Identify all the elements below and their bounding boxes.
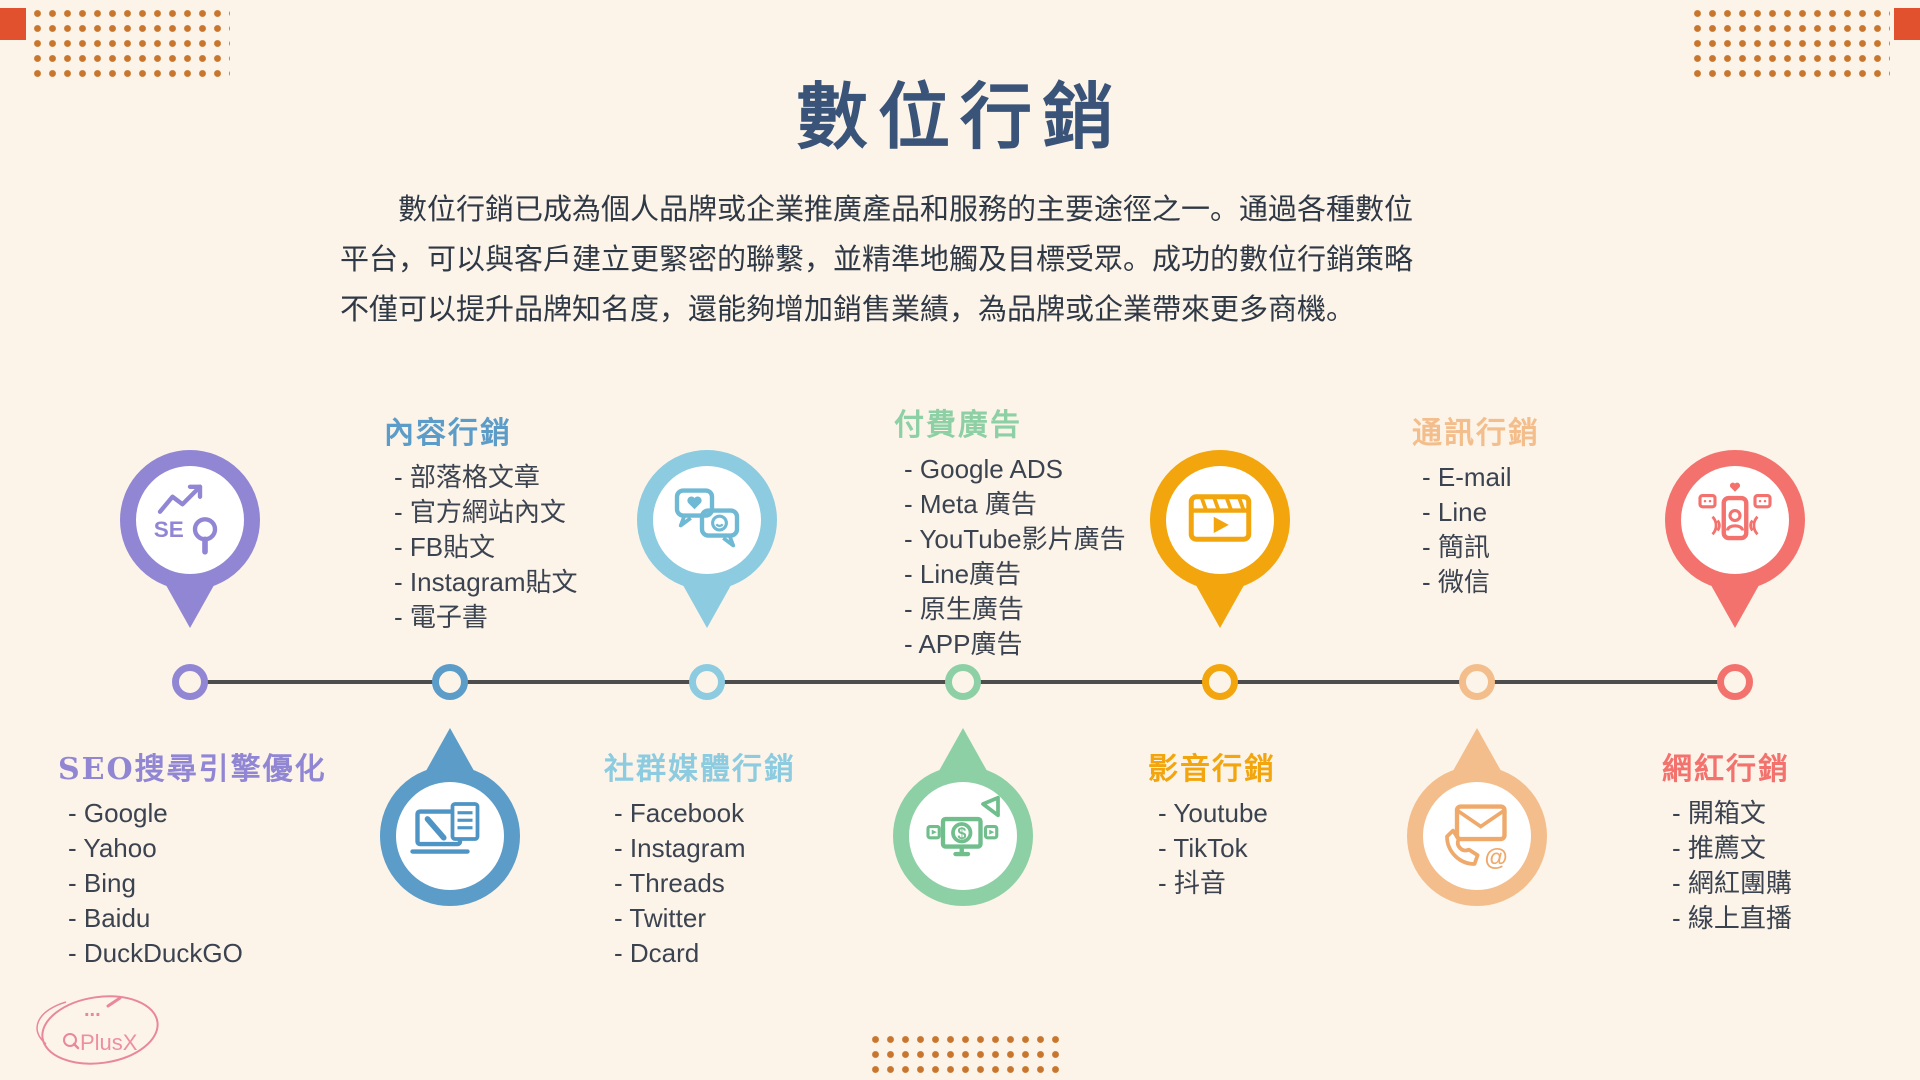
node-item: - TikTok	[1158, 833, 1248, 863]
node-item: - 簡訊	[1422, 532, 1490, 562]
node-item: - FB貼文	[394, 532, 496, 562]
intro-line: 不僅可以提升品牌知名度，還能夠增加銷售業績，為品牌或企業帶來更多商機。	[340, 292, 1356, 326]
pin-social-media	[637, 450, 777, 628]
node-item: - Line廣告	[904, 559, 1022, 589]
node-item: - Youtube	[1158, 798, 1268, 828]
pin-seo: SE	[120, 450, 260, 628]
node-item: - Twitter	[614, 903, 706, 933]
dot-pattern-top-right	[1690, 6, 1890, 80]
node-item: - Bing	[68, 868, 136, 898]
node-item: - 抖音	[1158, 868, 1226, 898]
svg-text:$: $	[957, 825, 966, 843]
node-item: - 原生廣告	[904, 594, 1024, 624]
laptop-writing-icon	[410, 794, 490, 879]
node-title-social: 社群媒體行銷	[604, 752, 796, 787]
timeline-marker-messaging	[1459, 664, 1495, 700]
phone-mail-icon: @	[1437, 794, 1517, 879]
node-item: - 微信	[1422, 567, 1490, 597]
node-item: - Google ADS	[904, 454, 1063, 484]
node-item: - Threads	[614, 868, 725, 898]
chat-bubbles-icon	[667, 478, 747, 563]
node-title-paid-ads: 付費廣告	[894, 408, 1022, 443]
node-item: - Yahoo	[68, 833, 157, 863]
paid-ads-label-block: 付費廣告 - Google ADS - Meta 廣告 - YouTube影片廣…	[894, 400, 1126, 662]
node-item: - 推薦文	[1672, 833, 1766, 863]
pin-messaging-marketing: @	[1407, 728, 1547, 906]
node-item: - 部落格文章	[394, 462, 540, 492]
node-item: - Meta 廣告	[904, 489, 1037, 519]
node-item: - YouTube影片廣告	[904, 524, 1126, 554]
svg-text:SE: SE	[154, 516, 184, 541]
intro-line: 數位行銷已成為個人品牌或企業推廣產品和服務的主要途徑之一。通過各種數位	[398, 192, 1414, 226]
svg-text:@: @	[1485, 844, 1508, 871]
influencer-label-block: 網紅行銷 - 開箱文 - 推薦文 - 網紅團購 - 線上直播	[1662, 744, 1792, 936]
node-item: - APP廣告	[904, 629, 1023, 659]
dot-pattern-bottom-center	[868, 1032, 1064, 1080]
logo-dots: ...	[84, 999, 101, 1021]
timeline-marker-content	[432, 664, 468, 700]
timeline-marker-video	[1202, 664, 1238, 700]
seo-label-block: SEO搜尋引擎優化 - Google - Yahoo - Bing - Baid…	[58, 744, 327, 971]
node-item: - Line	[1422, 497, 1488, 527]
timeline-marker-influencer	[1717, 664, 1753, 700]
seo-magnifier-icon: SE	[150, 478, 230, 563]
pin-paid-ads: $	[893, 728, 1033, 906]
node-item: - Baidu	[68, 903, 151, 933]
page-title: 數位行銷	[795, 74, 1124, 159]
node-item: - Dcard	[614, 938, 700, 968]
messaging-label-block: 通訊行銷 - E-mail - Line - 簡訊 - 微信	[1412, 408, 1540, 600]
node-title-influencer: 網紅行銷	[1662, 752, 1790, 787]
pin-video-marketing	[1150, 450, 1290, 628]
timeline-marker-paid-ads	[945, 664, 981, 700]
node-item: - Google	[68, 798, 168, 828]
social-media-label-block: 社群媒體行銷 - Facebook - Instagram - Threads …	[604, 744, 796, 971]
node-item: - DuckDuckGO	[68, 938, 243, 968]
dot-pattern-top-left	[30, 6, 230, 80]
intro-paragraph: 數位行銷已成為個人品牌或企業推廣產品和服務的主要途徑之一。通過各種數位 平台，可…	[340, 184, 1595, 334]
node-item: - 網紅團購	[1672, 868, 1792, 898]
pin-content-marketing	[380, 728, 520, 906]
plusx-logo: ... PlusX	[28, 978, 188, 1078]
corner-square-top-left	[0, 8, 26, 40]
node-item: - 線上直播	[1672, 903, 1792, 933]
timeline-marker-seo	[172, 664, 208, 700]
intro-line: 平台，可以與客戶建立更緊密的聯繫，並精準地觸及目標受眾。成功的數位行銷策略	[340, 242, 1414, 276]
node-item: - Instagram	[614, 833, 746, 863]
node-item: - 開箱文	[1672, 798, 1766, 828]
logo-text: PlusX	[80, 1030, 138, 1055]
timeline-marker-social	[689, 664, 725, 700]
node-item: - Instagram貼文	[394, 567, 578, 597]
node-title-seo: SEO搜尋引擎優化	[58, 752, 327, 787]
corner-square-top-right	[1894, 8, 1920, 40]
influencer-phone-icon	[1695, 478, 1775, 563]
node-item: - E-mail	[1422, 462, 1512, 492]
node-item: - 官方網站內文	[394, 497, 566, 527]
video-clapper-icon	[1180, 478, 1260, 563]
pin-influencer-marketing	[1665, 450, 1805, 628]
video-marketing-label-block: 影音行銷 - Youtube - TikTok - 抖音	[1148, 744, 1276, 901]
ads-monitor-icon: $	[923, 794, 1003, 879]
node-item: - 電子書	[394, 602, 488, 632]
content-marketing-label-block: 內容行銷 - 部落格文章 - 官方網站內文 - FB貼文 - Instagram…	[384, 408, 578, 635]
node-item: - Facebook	[614, 798, 745, 828]
node-title-content: 內容行銷	[384, 416, 512, 451]
node-title-video: 影音行銷	[1148, 752, 1276, 787]
node-title-messaging: 通訊行銷	[1412, 416, 1540, 451]
